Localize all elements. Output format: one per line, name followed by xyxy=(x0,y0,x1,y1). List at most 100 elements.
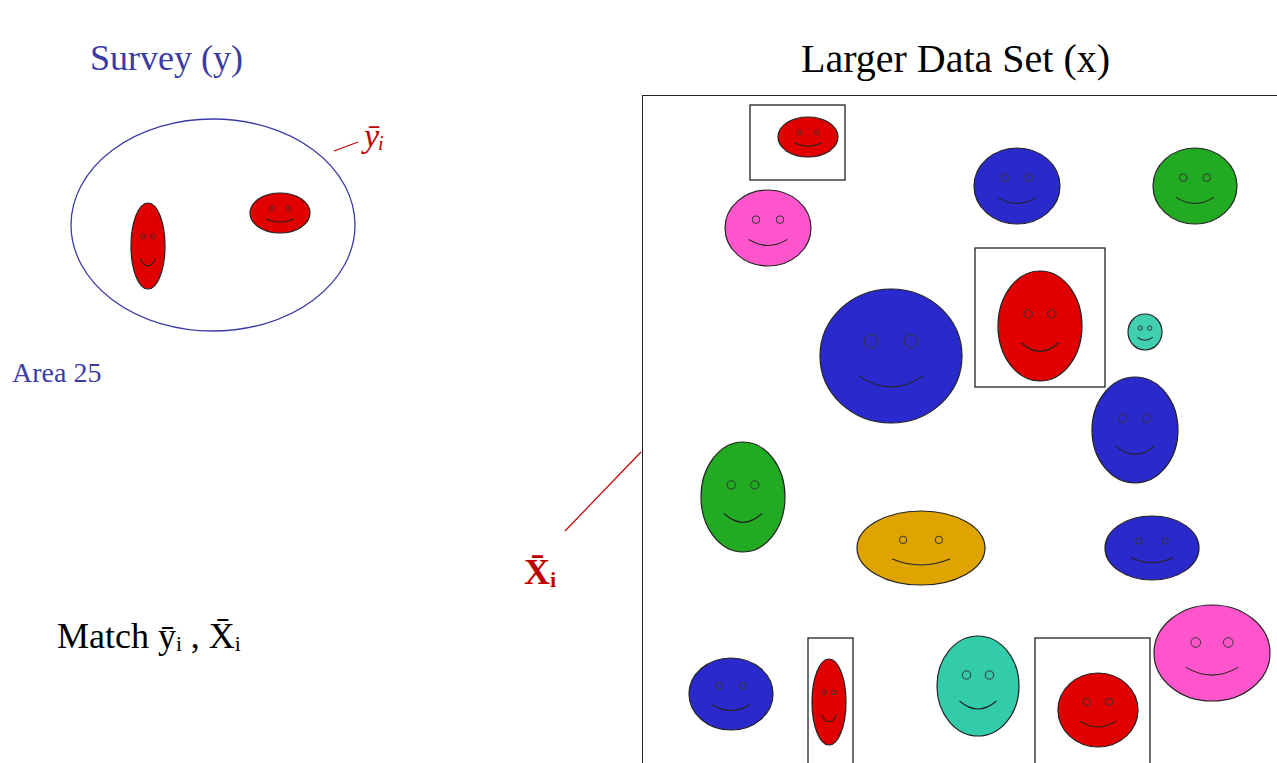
face-smile xyxy=(1131,558,1173,563)
face-eye xyxy=(1106,698,1113,705)
face-outline xyxy=(974,148,1060,224)
smiley-face xyxy=(1105,516,1199,580)
face-outline xyxy=(857,511,985,585)
face-outline xyxy=(250,193,310,233)
face-smile xyxy=(1186,667,1238,675)
face-smile xyxy=(960,701,997,709)
smiley-face xyxy=(1128,314,1162,350)
smiley-face xyxy=(1092,377,1178,483)
leader-lines xyxy=(334,142,641,531)
face-outline xyxy=(812,659,846,745)
face-smile xyxy=(1021,343,1059,352)
face-outline xyxy=(1128,314,1162,350)
face-outline xyxy=(725,190,811,266)
data-set-box: Larger Data Set (x) xyxy=(642,95,1277,763)
face-eye xyxy=(822,690,826,694)
face-smile xyxy=(892,559,950,565)
face-outline xyxy=(1058,673,1138,747)
face-eye xyxy=(739,682,746,689)
smiley-face xyxy=(937,636,1019,736)
face-eye xyxy=(751,481,759,489)
face-eye xyxy=(1138,326,1142,330)
face-eye xyxy=(776,216,784,224)
face-group xyxy=(131,117,1270,747)
leader-line xyxy=(334,142,358,151)
face-eye xyxy=(899,536,906,543)
face-smile xyxy=(1176,197,1214,203)
smiley-face xyxy=(812,659,846,745)
face-outline xyxy=(820,289,962,423)
face-eye xyxy=(985,671,993,679)
face-outline xyxy=(1154,605,1270,701)
face-eye xyxy=(1191,638,1201,648)
face-eye xyxy=(752,216,760,224)
smiley-face xyxy=(778,117,838,157)
smiley-face xyxy=(1153,148,1237,224)
smiley-face xyxy=(974,148,1060,224)
face-eye xyxy=(716,682,723,689)
face-eye xyxy=(962,671,970,679)
face-smile xyxy=(795,143,822,146)
face-eye xyxy=(1136,538,1142,544)
face-smile xyxy=(1080,721,1116,727)
face-eye xyxy=(797,130,801,134)
area-label: Area 25 xyxy=(12,357,101,389)
face-smile xyxy=(1137,337,1152,340)
face-eye xyxy=(1119,414,1128,423)
face-outline xyxy=(998,271,1082,381)
face-smile xyxy=(859,376,923,387)
node-heading: Survey (y) xyxy=(90,38,243,79)
callout-label: X̄ᵢ xyxy=(524,552,556,593)
face-smile xyxy=(712,705,750,711)
leader-line xyxy=(565,452,641,531)
face-smile xyxy=(724,514,762,523)
smiley-face xyxy=(857,511,985,585)
face-eye xyxy=(904,335,917,348)
face-eye xyxy=(1024,310,1032,318)
face-outline xyxy=(1105,516,1199,580)
face-eye xyxy=(864,335,877,348)
face-eye xyxy=(935,536,942,543)
face-eye xyxy=(1143,414,1152,423)
face-eye xyxy=(1083,698,1090,705)
face-smile xyxy=(140,259,155,266)
smiley-face xyxy=(998,271,1082,381)
face-eye xyxy=(832,690,836,694)
node-heading: Larger Data Set (x) xyxy=(801,36,1110,82)
face-outline xyxy=(778,117,838,157)
face-eye xyxy=(814,130,818,134)
face-outline xyxy=(1092,377,1178,483)
face-eye xyxy=(1223,638,1233,648)
face-smile xyxy=(998,197,1037,203)
smiley-face xyxy=(820,289,962,423)
face-outline xyxy=(689,658,773,730)
ellipse-outline xyxy=(70,118,356,332)
smiley-face xyxy=(725,190,811,266)
highlight-box xyxy=(975,248,1105,387)
highlight-box xyxy=(750,105,845,180)
face-eye xyxy=(286,206,290,210)
face-eye xyxy=(1179,174,1187,182)
survey-area-ellipse: Survey (y) xyxy=(70,118,356,332)
face-eye xyxy=(141,234,145,238)
face-smile xyxy=(1116,446,1155,454)
smiley-face xyxy=(1154,605,1270,701)
face-smile xyxy=(749,239,788,245)
face-eye xyxy=(1148,326,1152,330)
face-outline xyxy=(131,203,165,289)
face-eye xyxy=(1203,174,1211,182)
face-eye xyxy=(151,234,155,238)
smiley-face xyxy=(131,203,165,289)
smiley-face xyxy=(701,442,785,552)
highlight-boxes xyxy=(750,105,1150,763)
face-eye xyxy=(269,206,273,210)
face-outline xyxy=(1153,148,1237,224)
ellipse-line xyxy=(71,119,355,331)
face-smile xyxy=(821,715,836,722)
face-outline xyxy=(701,442,785,552)
callout-label: ȳᵢ xyxy=(364,116,384,155)
highlight-box xyxy=(1035,638,1150,763)
smiley-face xyxy=(689,658,773,730)
face-outline xyxy=(937,636,1019,736)
